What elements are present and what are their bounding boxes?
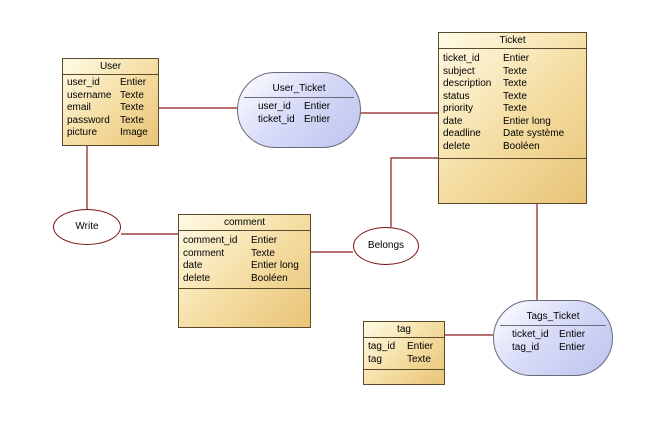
verb-belongs[interactable]: Belongs xyxy=(353,227,419,265)
relation-title: User_Ticket xyxy=(244,81,354,98)
attr-type: Booléen xyxy=(503,140,540,152)
attr-name: ticket_id xyxy=(258,113,295,125)
attr-name: tag_id xyxy=(512,341,540,353)
entity-divider xyxy=(364,369,444,370)
attr-name: username xyxy=(67,89,112,101)
attr-name: ticket_id xyxy=(443,53,480,64)
attr-type: Entier xyxy=(304,101,331,112)
attr-name: picture xyxy=(67,127,98,138)
attr-name: priority xyxy=(443,103,474,114)
entity-title: comment xyxy=(179,215,310,231)
entity-title: User xyxy=(63,59,158,75)
attr-name: tag xyxy=(368,353,382,365)
attr-name: status xyxy=(443,90,470,102)
attr-type: Booléen xyxy=(251,272,288,284)
attr-type: Texte xyxy=(503,103,527,114)
entity-title: Ticket xyxy=(439,33,586,49)
attr-type: Entier xyxy=(559,329,586,340)
attr-type: Entier xyxy=(120,77,147,88)
verb-label: Write xyxy=(75,221,99,232)
entity-tag[interactable]: tag tag_id Entier tag Texte xyxy=(363,321,445,385)
verb-label: Belongs xyxy=(367,240,405,251)
attr-type: Texte xyxy=(120,102,144,113)
entity-user[interactable]: User user_id Entier username Texte email… xyxy=(62,58,159,146)
entity-title: tag xyxy=(364,322,444,338)
attr-type: Date système xyxy=(503,128,565,139)
attr-name: description xyxy=(443,78,492,89)
attr-name: deadline xyxy=(443,128,481,139)
attr-type: Entier xyxy=(407,341,434,352)
attr-name: ticket_id xyxy=(512,329,549,340)
attr-name: password xyxy=(67,114,110,126)
attr-type: Texte xyxy=(503,65,527,77)
attr-name: user_id xyxy=(67,77,100,88)
attr-name: email xyxy=(67,102,91,113)
relation-user-ticket[interactable]: User_Ticket user_id Entier ticket_id Ent… xyxy=(237,72,361,148)
attr-type: Texte xyxy=(503,78,527,89)
attr-type: Entier xyxy=(304,113,331,125)
attr-name: delete xyxy=(443,140,471,152)
verb-write[interactable]: Write xyxy=(53,209,121,245)
entity-divider xyxy=(439,158,586,159)
attr-type: Entier xyxy=(251,235,278,246)
attr-type: Texte xyxy=(120,89,144,101)
attr-name: user_id xyxy=(258,101,291,112)
attr-type: Entier long xyxy=(503,115,551,127)
attr-type: Entier long xyxy=(251,260,299,271)
link-belongs-ticket xyxy=(390,157,438,227)
attr-type: Texte xyxy=(503,90,527,102)
attr-name: date xyxy=(443,115,463,127)
attr-name: delete xyxy=(183,272,211,284)
attr-type: Texte xyxy=(251,247,275,259)
attr-name: comment_id xyxy=(183,235,238,246)
relation-title: Tags_Ticket xyxy=(500,309,606,326)
attr-type: Texte xyxy=(407,353,431,365)
attr-name: comment xyxy=(183,247,225,259)
attr-type: Image xyxy=(120,127,148,138)
entity-ticket[interactable]: Ticket ticket_id Entier subject Texte de… xyxy=(438,32,587,204)
attr-type: Texte xyxy=(120,114,144,126)
attr-type: Entier xyxy=(559,341,586,353)
attr-name: date xyxy=(183,260,203,271)
entity-divider xyxy=(179,288,310,289)
relation-tags-ticket[interactable]: Tags_Ticket ticket_id Entier tag_id Enti… xyxy=(493,300,613,376)
attr-name: subject xyxy=(443,65,475,77)
attr-name: tag_id xyxy=(368,341,396,352)
entity-comment[interactable]: comment comment_id Entier comment Texte … xyxy=(178,214,311,328)
attr-type: Entier xyxy=(503,53,530,64)
